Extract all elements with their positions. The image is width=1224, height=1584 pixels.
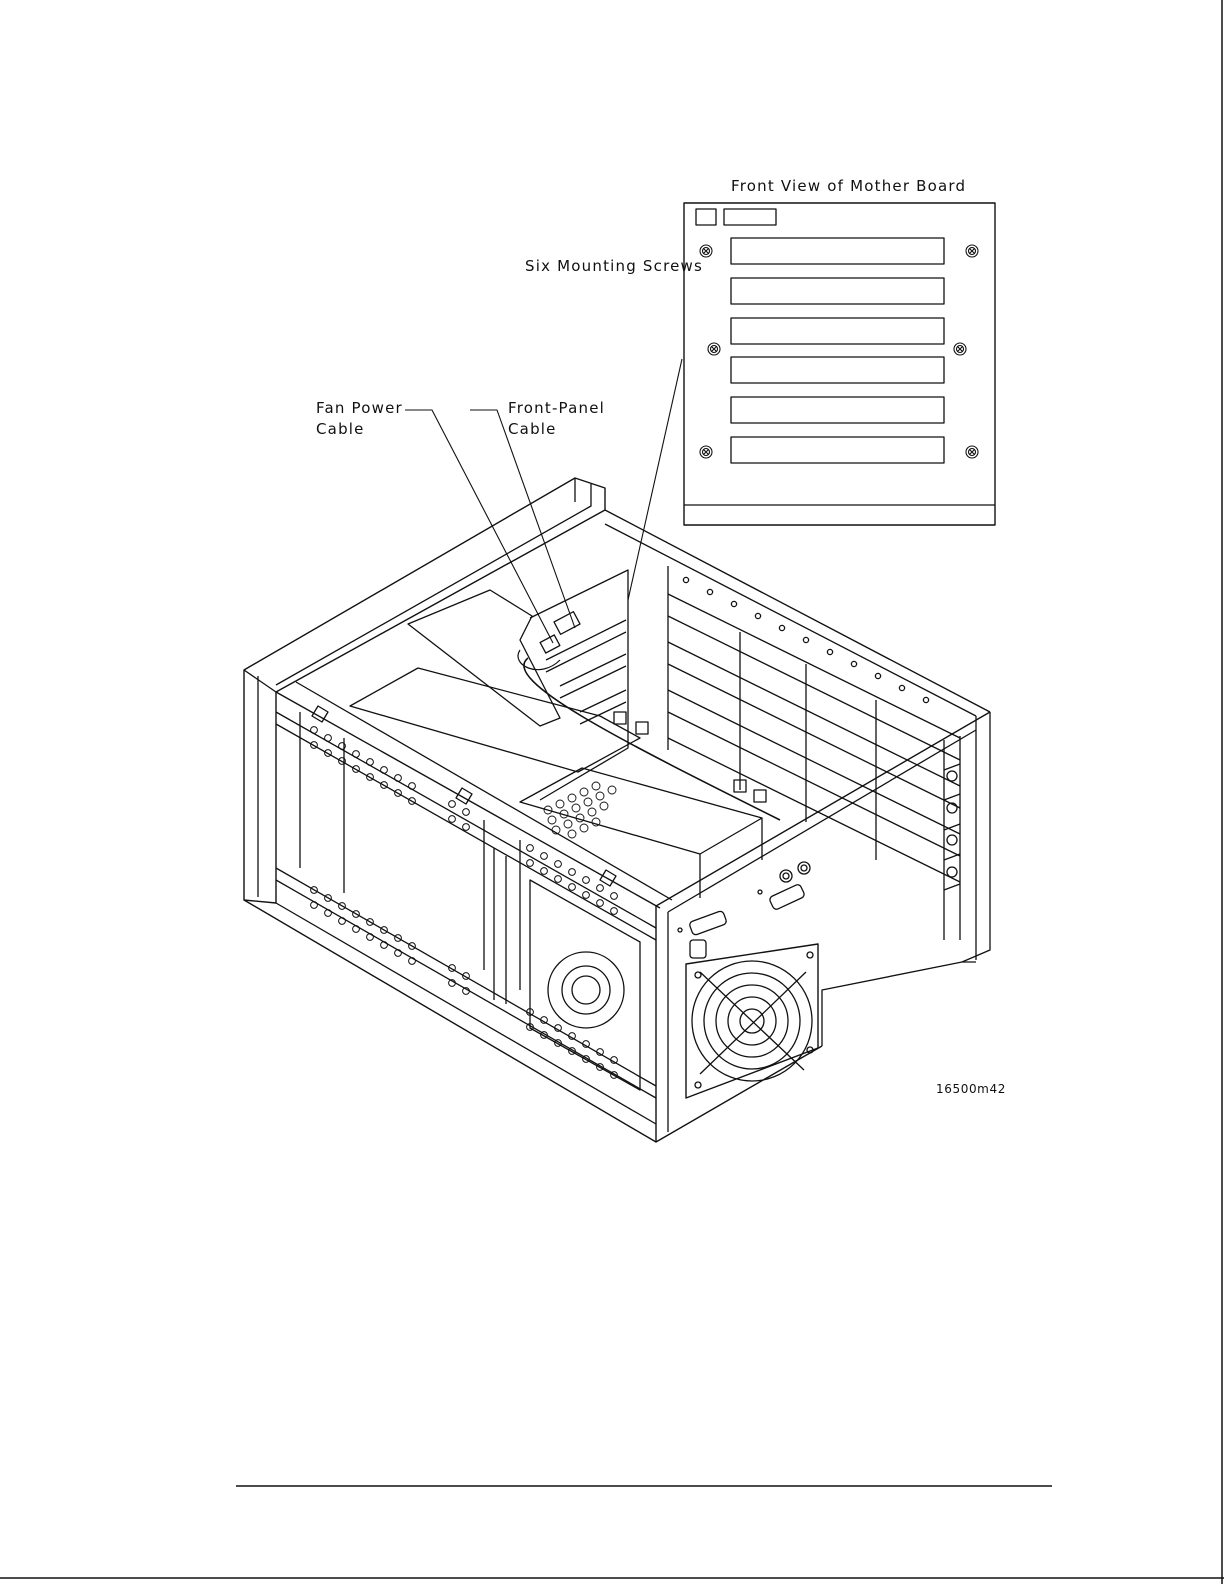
front-panel-cable-label-line2: Cable (508, 419, 605, 440)
mother-board-front-view (684, 203, 995, 525)
mounting-screw-icon (700, 245, 978, 458)
card-guide-slots (668, 566, 960, 882)
mother-board-slot (731, 238, 944, 463)
front-panel-cable-label-line1: Front-Panel (508, 398, 605, 419)
fan-power-cable-label-line1: Fan Power (316, 398, 403, 419)
vent-grille (544, 782, 616, 838)
mother-board-view-title: Front View of Mother Board (731, 176, 966, 197)
rear-panel-connectors (678, 862, 810, 958)
front-panel-cable-label: Front-Panel Cable (508, 398, 605, 440)
front-fan-icon (686, 944, 818, 1098)
fan-power-cable-label: Fan Power Cable (316, 398, 403, 440)
instrument-chassis (244, 478, 990, 1142)
figure-number: 16500m42 (936, 1079, 1006, 1100)
mounting-screws-label: Six Mounting Screws (525, 256, 703, 277)
fan-power-cable-label-line2: Cable (316, 419, 403, 440)
